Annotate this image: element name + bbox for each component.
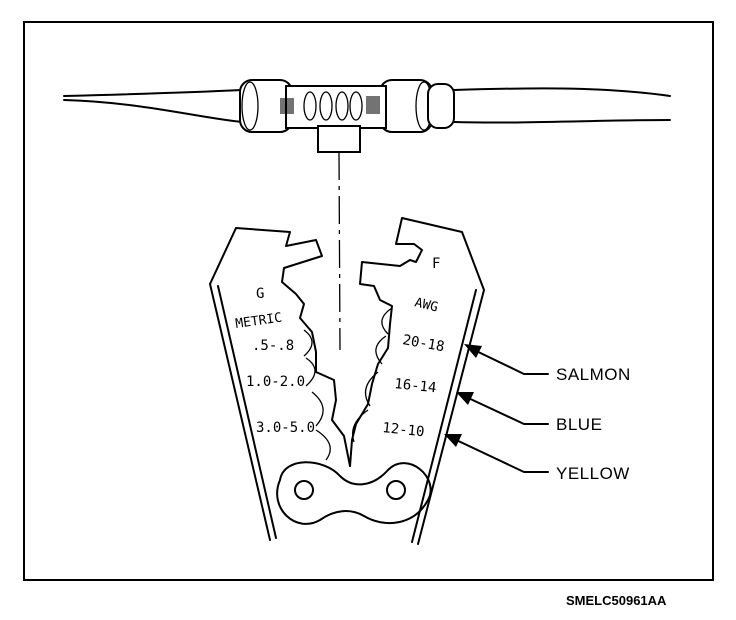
callout-arrows bbox=[444, 344, 549, 473]
jaw-letter-g: G bbox=[256, 286, 264, 302]
metric-size-2: 1.0-2.0 bbox=[246, 374, 305, 390]
figure-code: SMELC50961AA bbox=[566, 593, 667, 608]
metric-size-3: 3.0-5.0 bbox=[256, 420, 315, 436]
crimp-tool bbox=[209, 217, 485, 545]
callout-salmon: SALMON bbox=[556, 365, 631, 384]
jaw-letter-f: F bbox=[432, 256, 440, 272]
awg-size-1: 20-18 bbox=[401, 332, 445, 355]
callout-blue: BLUE bbox=[556, 415, 602, 434]
wire-connector-assembly bbox=[63, 79, 671, 153]
metric-heading: METRIC bbox=[234, 311, 283, 332]
alignment-line bbox=[338, 151, 341, 351]
awg-heading: AWG bbox=[413, 295, 440, 315]
awg-size-2: 16-14 bbox=[394, 376, 438, 396]
callout-yellow: YELLOW bbox=[556, 464, 630, 483]
figure-frame bbox=[23, 21, 714, 581]
awg-size-3: 12-10 bbox=[382, 420, 426, 440]
metric-size-1: .5-.8 bbox=[252, 338, 294, 354]
